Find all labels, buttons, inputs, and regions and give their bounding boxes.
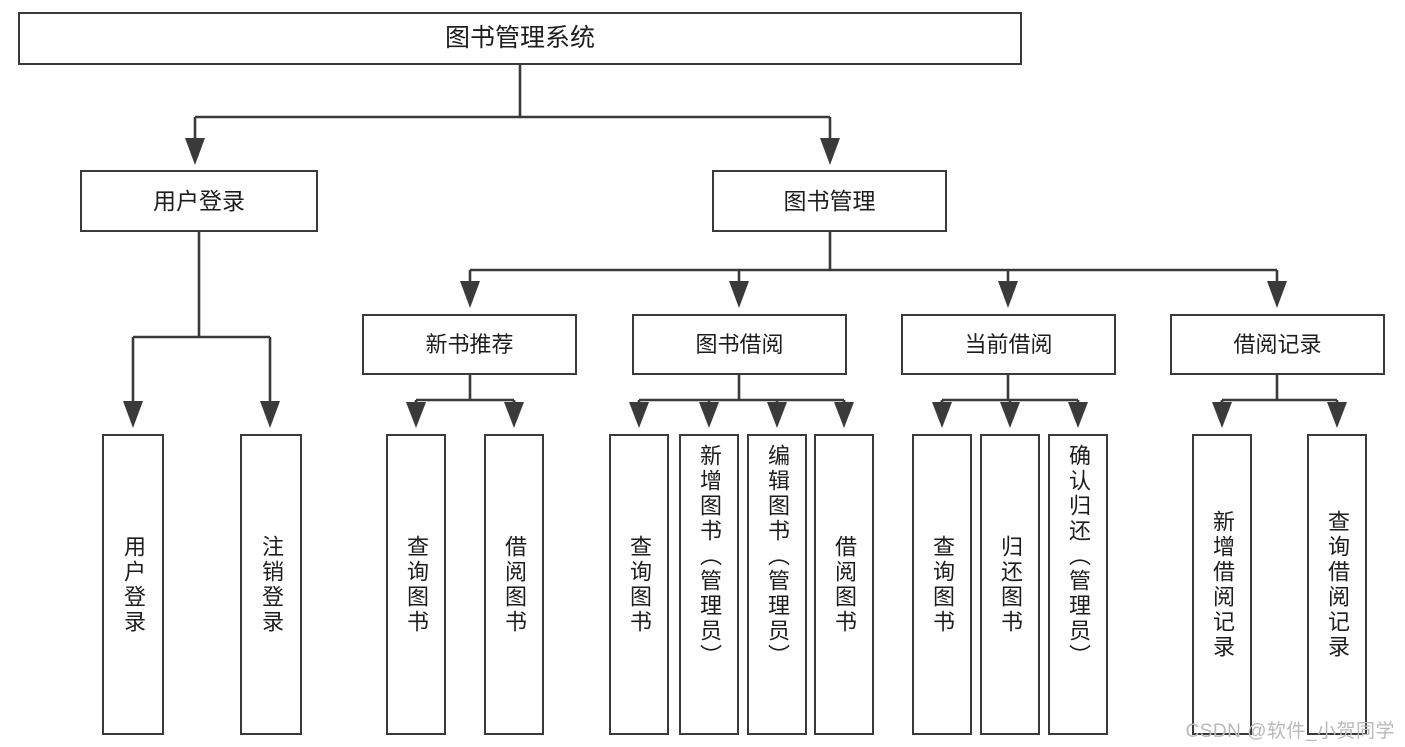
- node-label: 新书推荐: [425, 331, 514, 357]
- node-user-login[interactable]: 用户登录: [80, 170, 318, 232]
- node-label: 用户登录: [153, 187, 245, 214]
- leaf-nbr-borrow-book[interactable]: 借阅图书: [484, 434, 544, 735]
- node-label: 图书管理系统: [444, 24, 595, 53]
- arrowhead-leaf-logout: [260, 401, 280, 428]
- arrowhead-current-borrow: [998, 281, 1018, 308]
- node-label: 新增图书（管理员）: [697, 444, 722, 669]
- node-label: 归还图书: [998, 534, 1023, 635]
- arrowhead-br-leaf-2: [1327, 402, 1347, 428]
- leaf-cb-return-book[interactable]: 归还图书: [980, 434, 1040, 735]
- leaf-nbr-query-book[interactable]: 查询图书: [386, 434, 446, 735]
- node-label: 图书管理: [783, 187, 876, 214]
- node-label: 确认归还（管理员）: [1066, 444, 1091, 669]
- node-label: 编辑图书（管理员）: [765, 444, 790, 669]
- node-book-management[interactable]: 图书管理: [712, 170, 947, 232]
- node-label: 查询图书: [404, 534, 429, 635]
- node-borrow-record[interactable]: 借阅记录: [1170, 314, 1385, 375]
- leaf-cb-confirm-return-admin[interactable]: 确认归还（管理员）: [1048, 434, 1108, 735]
- leaf-br-add-record[interactable]: 新增借阅记录: [1192, 434, 1252, 735]
- node-root-system[interactable]: 图书管理系统: [18, 12, 1022, 65]
- leaf-bb-edit-book-admin[interactable]: 编辑图书（管理员）: [747, 434, 807, 735]
- leaf-br-query-record[interactable]: 查询借阅记录: [1307, 434, 1367, 735]
- node-label: 借阅图书: [502, 534, 527, 635]
- leaf-logout[interactable]: 注销登录: [240, 434, 302, 735]
- node-label: 图书借阅: [695, 331, 784, 357]
- node-label: 查询图书: [930, 534, 955, 635]
- node-current-borrow[interactable]: 当前借阅: [901, 314, 1116, 375]
- leaf-cb-query-book[interactable]: 查询图书: [912, 434, 972, 735]
- arrowhead-book-borrow: [729, 281, 749, 308]
- arrowhead-cb-leaf-3: [1068, 402, 1088, 428]
- leaf-user-login[interactable]: 用户登录: [102, 434, 164, 735]
- node-label: 查询借阅记录: [1325, 509, 1350, 660]
- leaf-bb-query-book[interactable]: 查询图书: [609, 434, 669, 735]
- arrowhead-cb-leaf-2: [1000, 402, 1020, 428]
- leaf-bb-add-book-admin[interactable]: 新增图书（管理员）: [679, 434, 739, 735]
- node-book-borrow[interactable]: 图书借阅: [632, 314, 847, 375]
- arrowhead-book-manage: [820, 138, 840, 165]
- watermark-text: CSDN @软件_小贺同学: [1185, 721, 1395, 742]
- node-label: 新增借阅记录: [1210, 509, 1235, 660]
- arrowhead-bb-leaf-1: [629, 402, 649, 428]
- arrowhead-nbr-leaf-2: [504, 402, 524, 428]
- node-new-book-recommend[interactable]: 新书推荐: [362, 314, 577, 375]
- arrowhead-br-leaf-1: [1212, 402, 1232, 428]
- leaf-bb-borrow-book[interactable]: 借阅图书: [814, 434, 874, 735]
- arrowhead-bb-leaf-3: [767, 402, 787, 428]
- node-label: 用户登录: [121, 534, 146, 635]
- arrowhead-cb-leaf-1: [932, 402, 952, 428]
- arrowhead-new-book-recommend: [460, 281, 480, 308]
- arrowhead-bb-leaf-2: [699, 402, 719, 428]
- node-label: 查询图书: [627, 534, 652, 635]
- node-label: 借阅图书: [832, 534, 857, 635]
- arrowhead-leaf-user-login: [123, 401, 143, 428]
- arrowhead-bb-leaf-4: [834, 402, 854, 428]
- arrowhead-user-login: [185, 138, 205, 165]
- arrowhead-borrow-record: [1267, 281, 1287, 308]
- node-label: 注销登录: [259, 534, 284, 635]
- node-label: 当前借阅: [964, 331, 1053, 357]
- arrowhead-nbr-leaf-1: [406, 402, 426, 428]
- node-label: 借阅记录: [1233, 331, 1322, 357]
